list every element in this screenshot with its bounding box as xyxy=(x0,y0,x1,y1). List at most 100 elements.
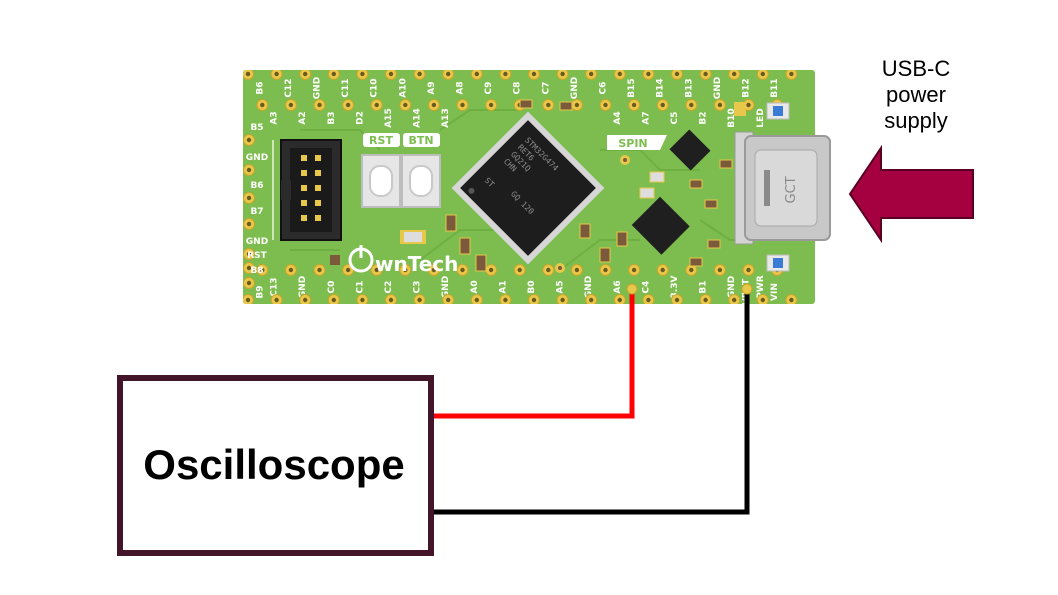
bottom-inner-pin-label: 3.3V xyxy=(670,276,680,299)
bottom-inner-pin-label: GND xyxy=(298,276,308,298)
pad-bottom-inner-hole xyxy=(717,267,723,273)
microcontroller: STM32G474 RET6 GQ21Q CHN GQ 120 ST xyxy=(451,111,605,265)
rst-button[interactable] xyxy=(361,154,401,208)
top-outer-pin-label: C12 xyxy=(284,78,294,97)
bottom-inner-pin-label: A5 xyxy=(556,280,566,293)
top-inner-pin-label: A4 xyxy=(613,111,623,124)
spin-label: SPIN xyxy=(607,135,667,150)
usb-marking: GCT xyxy=(784,176,799,203)
debug-header-pin xyxy=(301,155,307,161)
pad-bottom-outer-hole xyxy=(560,297,565,303)
pad-top-outer-hole xyxy=(303,71,308,77)
debug-header-pin xyxy=(301,215,307,221)
spin-text: SPIN xyxy=(618,137,647,150)
pad-bottom-inner-hole xyxy=(660,267,665,273)
rst-label: RST xyxy=(369,134,393,147)
bottom-outer-pin-label: B9 xyxy=(255,285,265,298)
oscilloscope-label: Oscilloscope xyxy=(143,441,404,488)
user-button[interactable] xyxy=(401,154,441,208)
pad-bottom-outer-hole xyxy=(617,297,622,303)
pad-top-inner-hole xyxy=(317,102,322,108)
bottom-outer-pin-label: VIN xyxy=(770,283,780,301)
pad-bottom-outer-hole xyxy=(303,297,308,303)
pad-bottom-outer-hole xyxy=(331,297,336,303)
pad-left-hole xyxy=(246,280,252,286)
pad-bottom-outer-hole xyxy=(760,297,765,303)
pad-top-inner-hole xyxy=(488,102,494,108)
pad-top-inner-hole xyxy=(717,102,723,108)
top-inner-pin-label: A3 xyxy=(270,111,280,124)
pad-bottom-outer-hole xyxy=(674,297,680,303)
pad-bottom-inner-hole xyxy=(288,267,294,273)
debug-header-pin xyxy=(315,170,321,176)
top-inner-pin-label: D2 xyxy=(355,111,365,125)
top-outer-pin-label: GND xyxy=(313,77,323,99)
top-outer-pin-label: B6 xyxy=(255,81,265,94)
pad-top-inner-hole xyxy=(603,102,608,108)
pad-top-outer-hole xyxy=(732,71,737,77)
usb-label-line-2: power xyxy=(886,82,946,107)
pad-top-outer-hole xyxy=(417,71,422,77)
pad-bottom-outer-hole xyxy=(589,297,594,303)
pad-bottom-inner-hole xyxy=(403,267,408,273)
pad-bottom-outer-hole xyxy=(360,297,365,303)
pad-top-outer-hole xyxy=(789,71,794,77)
top-outer-pin-label: GND xyxy=(570,77,580,99)
pad-top-inner-hole xyxy=(574,102,580,108)
usb-label-line-1: USB-C xyxy=(882,56,951,81)
debug-header-pin xyxy=(315,200,321,206)
pad-top-inner-hole xyxy=(746,102,751,108)
bottom-inner-pin-label: C3 xyxy=(413,281,423,294)
top-outer-pin-label: C9 xyxy=(484,82,494,95)
top-inner-pin-label: A7 xyxy=(641,111,651,124)
debug-header-pin xyxy=(301,170,307,176)
regulator-ics xyxy=(631,129,711,255)
pad-top-inner-hole xyxy=(546,102,551,108)
pad-top-outer-hole xyxy=(560,71,565,77)
pad-top-outer-hole xyxy=(274,71,279,77)
pad-left-hole xyxy=(246,265,252,271)
bottom-inner-pin-label: B0 xyxy=(527,280,537,293)
top-outer-pin-label: C8 xyxy=(513,82,523,95)
brand-text: wnTech xyxy=(375,252,458,276)
usb-c-connector[interactable]: GCT xyxy=(734,131,831,245)
pad-bottom-outer-hole xyxy=(474,297,479,303)
pad-bottom-inner-hole xyxy=(746,267,751,273)
debug-header-pin xyxy=(315,155,321,161)
top-outer-pin-label: C11 xyxy=(341,78,351,97)
pad-bottom-inner-hole xyxy=(631,267,637,273)
pad-top-outer-hole xyxy=(531,71,537,77)
pad-bottom-inner-hole xyxy=(517,267,522,273)
pad-bottom-inner-hole xyxy=(431,267,437,273)
pad-top-inner-hole xyxy=(689,102,694,108)
debug-header-pin xyxy=(301,200,307,206)
pad-bottom-outer-hole xyxy=(245,297,251,303)
pad-bottom-outer-hole xyxy=(732,297,737,303)
pad-top-outer-hole xyxy=(503,71,508,77)
pad-bottom-outer-hole xyxy=(388,297,394,303)
oscilloscope: Oscilloscope xyxy=(117,375,434,556)
power-arrow xyxy=(848,144,974,244)
probe-wire-red xyxy=(432,289,635,419)
pad-bottom-inner-hole xyxy=(546,267,551,273)
left-pin-label: B7 xyxy=(250,207,263,217)
pad-top-inner-hole xyxy=(345,102,351,108)
pad-top-outer-hole xyxy=(360,71,365,77)
bottom-inner-pin-label: GND xyxy=(727,276,737,298)
debug-header-pins xyxy=(301,155,321,221)
bottom-inner-pin-label: GND xyxy=(584,276,594,298)
ground-wire-black xyxy=(432,289,750,515)
pad-left-hole xyxy=(246,137,252,143)
usb-power-supply: USB-C power supply xyxy=(848,56,974,244)
pad-top-outer-hole xyxy=(703,71,708,77)
top-inner-pin-label: A15 xyxy=(384,108,394,128)
top-inner-pin-label: B3 xyxy=(327,111,337,124)
left-pin-label: B5 xyxy=(250,123,263,133)
pad-top-inner-hole xyxy=(403,102,408,108)
pad-top-inner-hole xyxy=(288,102,294,108)
pad-top-outer-hole xyxy=(589,71,594,77)
top-inner-pin-label: A2 xyxy=(298,111,308,124)
pad-top-inner-hole xyxy=(660,102,665,108)
